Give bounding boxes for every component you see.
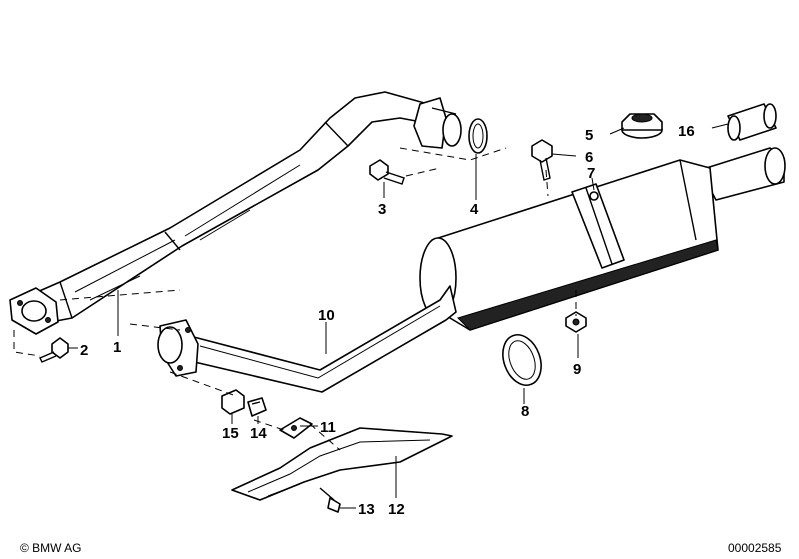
copyright-text: © BMW AG — [20, 541, 82, 555]
intermediate-pipe-10 — [157, 285, 457, 393]
heat-shield-12 — [231, 427, 453, 501]
label-2: 2 — [80, 342, 88, 359]
label-16: 16 — [678, 123, 695, 140]
rubber-mount-5 — [621, 113, 663, 139]
assembly-guide-lines — [13, 147, 577, 451]
diagram-number: 00002585 — [728, 541, 782, 555]
label-13: 13 — [358, 501, 375, 518]
label-7: 7 — [587, 165, 595, 182]
gasket-ring-8 — [502, 334, 542, 386]
label-14: 14 — [250, 425, 267, 442]
front-exhaust-pipe — [9, 91, 462, 335]
label-3: 3 — [378, 201, 386, 218]
label-15: 15 — [222, 425, 239, 442]
label-9: 9 — [573, 361, 581, 378]
label-6: 6 — [585, 149, 593, 166]
label-5: 5 — [585, 127, 593, 144]
nut-9 — [565, 311, 587, 333]
gasket-ring-4 — [468, 118, 488, 154]
bolt-3 — [369, 159, 405, 185]
leader-lines — [68, 123, 729, 509]
label-12: 12 — [388, 501, 405, 518]
label-8: 8 — [521, 403, 529, 420]
part-number-labels: 1 2 3 4 5 6 7 8 9 10 11 12 13 14 15 16 — [80, 123, 695, 518]
bolt-2 — [39, 337, 69, 363]
rubber-block-15 — [221, 389, 245, 415]
label-11: 11 — [320, 419, 336, 436]
clip-nut-11 — [279, 417, 313, 439]
rear-silencer — [419, 147, 786, 331]
tail-sleeve-16 — [727, 103, 777, 141]
label-10: 10 — [318, 307, 335, 324]
bolt-6 — [531, 139, 553, 181]
label-1: 1 — [113, 339, 121, 356]
label-4: 4 — [470, 201, 479, 218]
screw-13 — [319, 487, 341, 513]
clip-14 — [247, 397, 267, 417]
